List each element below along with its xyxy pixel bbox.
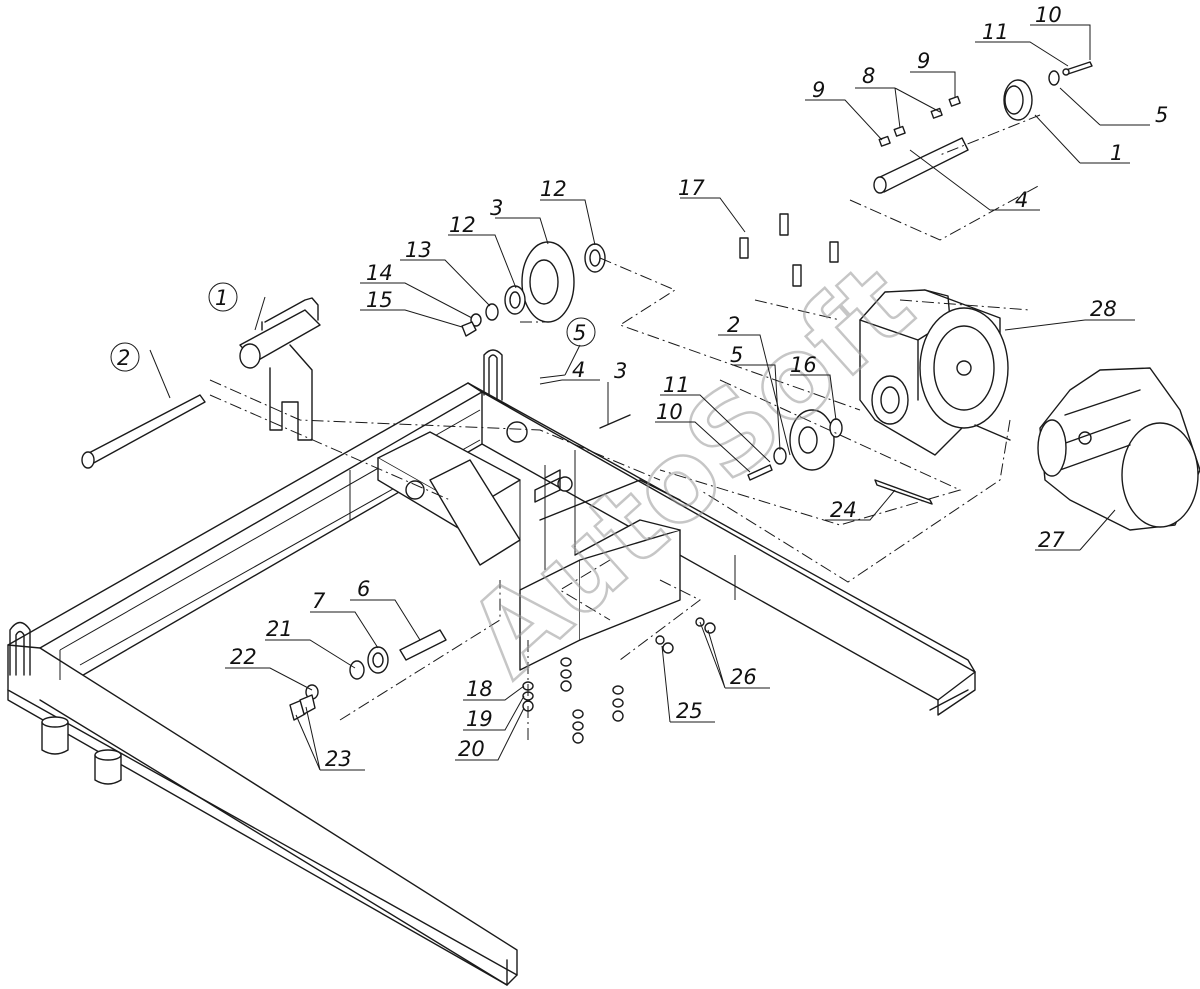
callout-13: 13 xyxy=(405,238,432,262)
callout-16: 16 xyxy=(790,353,817,377)
mounting-bracket xyxy=(377,421,681,671)
callout-4-top: 4 xyxy=(1015,188,1028,212)
callout-2-left: 2 xyxy=(117,346,130,370)
callout-5-top: 5 xyxy=(1155,103,1168,127)
callout-9-right: 9 xyxy=(917,49,930,73)
callout-2-left-circle xyxy=(110,342,140,372)
callout-12-right: 12 xyxy=(540,177,567,201)
callout-19: 19 xyxy=(466,707,493,731)
callout-5-mid-circle xyxy=(566,317,596,347)
callout-1-left-circle xyxy=(208,282,238,312)
center-lines xyxy=(209,114,1041,740)
callout-11-top: 11 xyxy=(982,20,1009,44)
callout-2-mid: 2 xyxy=(727,313,740,337)
callout-25: 25 xyxy=(676,699,703,723)
sprocket-set-lower xyxy=(544,409,843,491)
callout-11-mid: 11 xyxy=(663,373,690,397)
pin-assembly xyxy=(289,629,447,721)
callout-10-top: 10 xyxy=(1035,3,1062,27)
callout-3-top: 3 xyxy=(490,196,503,220)
callout-24: 24 xyxy=(830,498,857,522)
electric-motor xyxy=(1037,367,1200,531)
callout-26: 26 xyxy=(730,665,757,689)
fork-lever xyxy=(81,297,321,469)
callout-3-mid: 3 xyxy=(614,359,627,383)
callout-18: 18 xyxy=(466,677,493,701)
callout-27: 27 xyxy=(1038,528,1065,552)
callout-6: 6 xyxy=(357,577,370,601)
callout-20: 20 xyxy=(458,737,485,761)
callout-28: 28 xyxy=(1090,297,1117,321)
callout-4-mid: 4 xyxy=(572,358,585,382)
main-frame xyxy=(7,349,976,986)
callout-22: 22 xyxy=(230,645,257,669)
callout-17: 17 xyxy=(678,176,705,200)
callout-5-mid: 5 xyxy=(573,321,586,345)
callout-labels: 10 11 9 8 9 5 1 4 17 12 3 12 13 14 15 1 … xyxy=(110,3,1168,771)
callout-9-left: 9 xyxy=(812,78,825,102)
callout-5-right: 5 xyxy=(730,343,743,367)
callout-23: 23 xyxy=(325,747,352,771)
callout-8: 8 xyxy=(862,64,875,88)
callout-21: 21 xyxy=(266,617,293,641)
callout-14: 14 xyxy=(366,261,393,285)
callout-10-mid: 10 xyxy=(656,400,683,424)
callout-1-top: 1 xyxy=(1110,141,1123,165)
callout-15: 15 xyxy=(366,288,393,312)
callout-1-left: 1 xyxy=(215,286,228,310)
drive-shaft-assembly xyxy=(873,61,1093,194)
leader-lines xyxy=(149,24,1150,771)
gearbox xyxy=(739,213,1011,505)
callout-12-left: 12 xyxy=(449,213,476,237)
callout-7: 7 xyxy=(312,589,326,613)
